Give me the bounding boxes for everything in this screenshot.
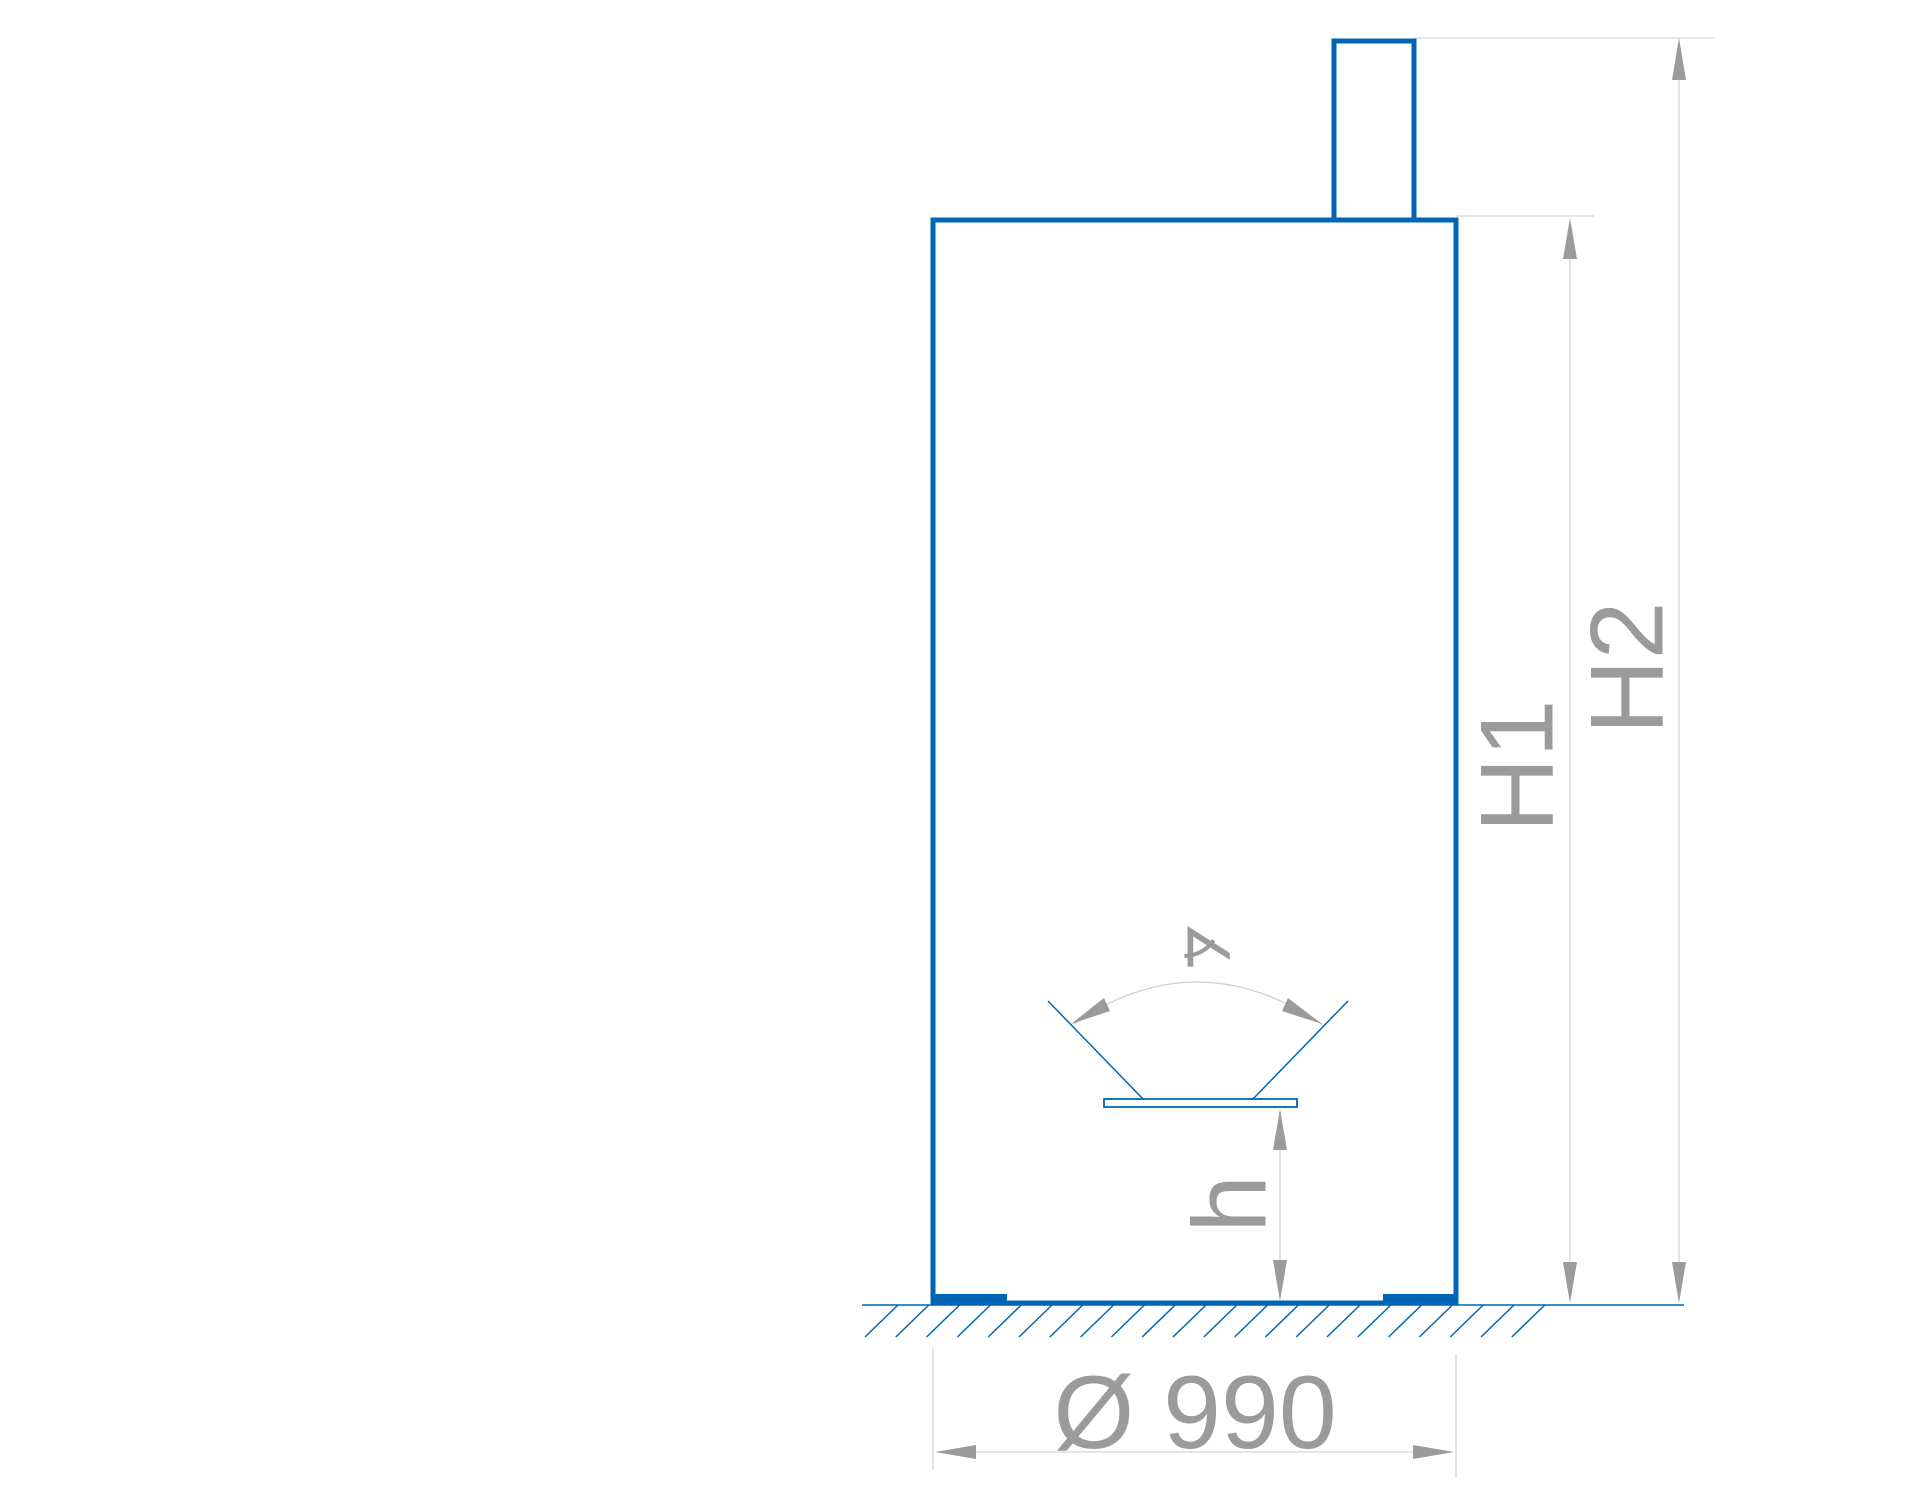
ground-hatching — [864, 1304, 1546, 1338]
ground-hatch-line — [1203, 1304, 1238, 1338]
angle-arrow-right — [1282, 998, 1322, 1024]
ground-hatch-line — [1388, 1304, 1423, 1338]
ground-hatch-line — [1357, 1304, 1392, 1338]
ground-hatch-line — [987, 1304, 1022, 1338]
ground-hatch-line — [926, 1304, 961, 1338]
structure — [930, 38, 1459, 1306]
dimension-h: h — [1172, 1109, 1288, 1301]
dimension-h1: H1 — [1456, 215, 1594, 1303]
ground-hatch-line — [1172, 1304, 1207, 1338]
ground-hatch-line — [1141, 1304, 1176, 1338]
ground-hatch-line — [1326, 1304, 1361, 1338]
burner-plate — [1103, 1098, 1298, 1108]
h2-arrow-bottom — [1672, 1262, 1686, 1303]
right-angle-line — [1252, 1000, 1349, 1100]
left-foot — [934, 1294, 1007, 1305]
diameter-label: Ø 990 — [1053, 1355, 1336, 1471]
h-arrow-top — [1273, 1109, 1287, 1150]
ground-hatch-line — [1418, 1304, 1453, 1338]
h1-arrow-top — [1563, 218, 1577, 259]
ground — [862, 1304, 1684, 1338]
h2-label: H2 — [1569, 602, 1685, 735]
ground-hatch-line — [1264, 1304, 1299, 1338]
ground-hatch-line — [1049, 1304, 1084, 1338]
ground-hatch-line — [864, 1304, 899, 1338]
main-body-outline — [930, 217, 1459, 1306]
top-chimney-outline — [1331, 38, 1417, 223]
angle-arrow-left — [1071, 998, 1110, 1024]
ground-hatch-line — [1110, 1304, 1145, 1338]
h2-arrow-top — [1672, 38, 1686, 80]
right-foot — [1383, 1294, 1456, 1305]
h1-label: H1 — [1459, 700, 1575, 833]
ground-hatch-line — [895, 1304, 930, 1338]
angle-dimension-arc — [1073, 981, 1323, 1025]
ground-hatch-line — [1234, 1304, 1269, 1338]
h-arrow-bottom — [1273, 1260, 1287, 1301]
ground-hatch-line — [1295, 1304, 1330, 1338]
ground-hatch-line — [1080, 1304, 1115, 1338]
ground-hatch-line — [956, 1304, 991, 1338]
diameter-arrow-left — [935, 1445, 976, 1459]
h-label: h — [1172, 1175, 1288, 1233]
diameter-arrow-right — [1413, 1445, 1454, 1459]
dimension-h2: H2 — [1414, 37, 1714, 1303]
dimension-diameter: Ø 990 — [932, 1347, 1457, 1478]
ground-hatch-line — [1511, 1304, 1546, 1338]
ground-hatch-line — [1018, 1304, 1053, 1338]
ground-hatch-line — [1480, 1304, 1515, 1338]
left-angle-line — [1047, 1000, 1144, 1100]
h1-arrow-bottom — [1563, 1262, 1577, 1303]
angle-label: ∡ — [1175, 921, 1240, 973]
burner-assembly: ∡ — [1047, 921, 1349, 1108]
ground-hatch-line — [1449, 1304, 1484, 1338]
